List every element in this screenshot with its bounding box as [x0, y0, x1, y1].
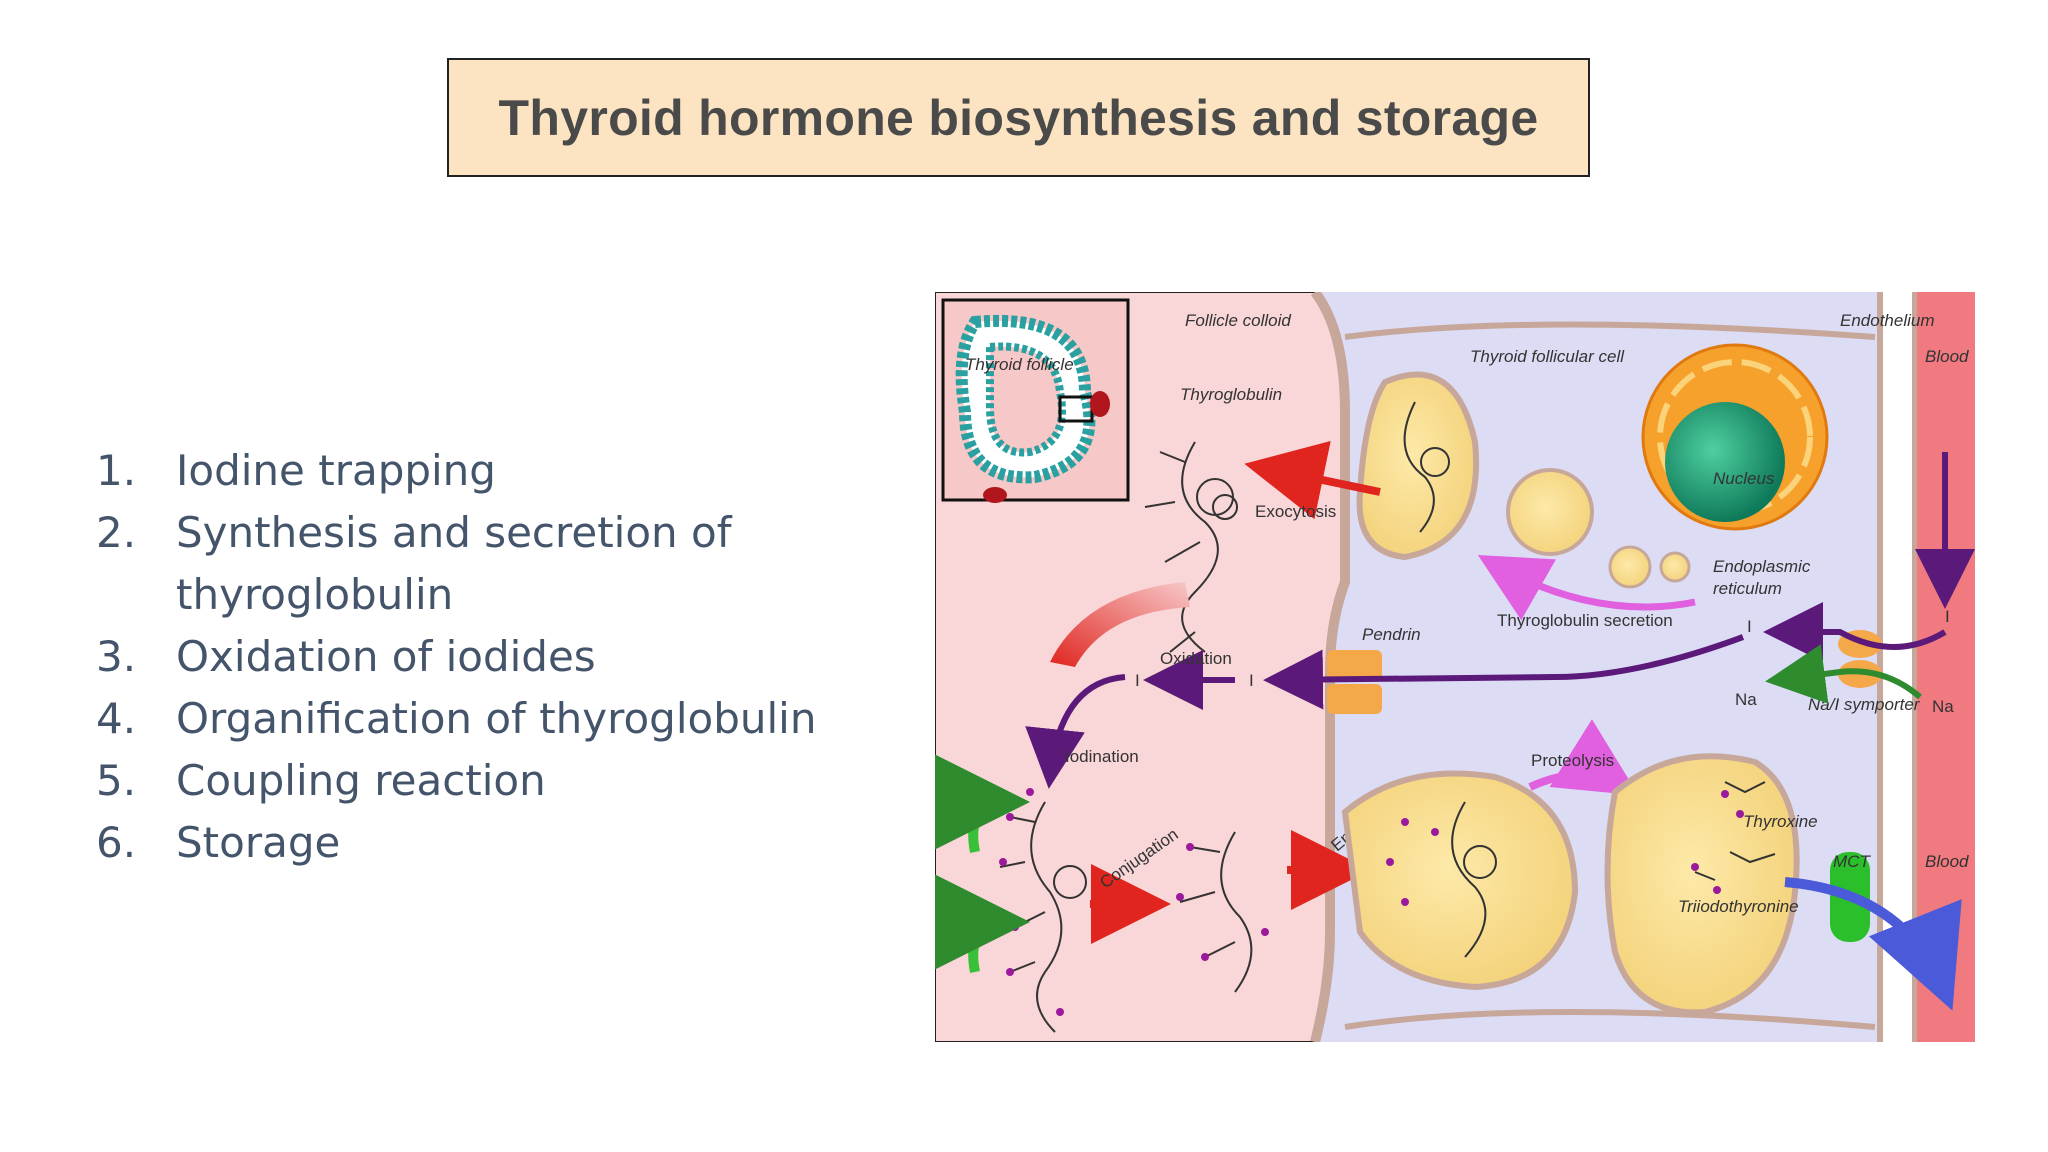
inset-blood-dot: [983, 487, 1007, 503]
iodine-dots: [1386, 818, 1439, 906]
step-text: Storage: [176, 818, 341, 867]
label-thyroid-follicular-cell: Thyroid follicular cell: [1470, 347, 1625, 366]
step-text-continuation: thyroglobulin: [176, 570, 454, 619]
label-endoplasmic: Endoplasmic: [1713, 557, 1811, 576]
pendrin-channel: [1327, 650, 1382, 680]
step-number: 2.: [96, 508, 137, 557]
label-iodide-left: I: [1249, 671, 1254, 690]
symporter-iodide-arrow: [1763, 602, 1947, 662]
label-thyroid-follicle: Thyroid follicle: [965, 355, 1074, 374]
conjugated-thyroglobulin: [1179, 831, 1253, 993]
label-follicle-colloid: Follicle colloid: [1185, 311, 1291, 330]
proteolysis-arrow: [1528, 719, 1639, 796]
label-iodide-blood: I: [1945, 607, 1950, 626]
title-box: Thyroid hormone biosynthesis and storage: [447, 58, 1590, 177]
label-na-i-symporter: Na/I symporter: [1808, 695, 1921, 714]
label-oxidation: Oxidation: [1160, 649, 1232, 668]
thyroglobulin-transfer-arrow: [1050, 582, 1190, 667]
label-iodine-i0: I: [1135, 671, 1140, 690]
step-item: 6. Storage: [96, 812, 916, 874]
small-vesicle: [1659, 551, 1691, 583]
iodine-dots: [1176, 843, 1269, 961]
label-mct: MCT: [1833, 852, 1871, 871]
iodide-transport-arrow: [1263, 634, 1745, 710]
er-inner-ring: [1657, 359, 1813, 515]
label-thyroxine: Thyroxine: [1743, 812, 1818, 831]
blood-vessel: [1917, 292, 1975, 1042]
green-coupling-arrow: [935, 752, 1030, 853]
endocytic-vesicle: [1341, 770, 1579, 991]
steps-list: 1. Iodine trapping 2. Synthesis and secret…: [96, 440, 916, 874]
step-text: Coupling reaction: [176, 756, 546, 805]
step-item: 2. Synthesis and secretion of thyroglobuli…: [96, 502, 916, 626]
small-vesicle: [1608, 545, 1652, 589]
label-nucleus: Nucleus: [1713, 469, 1775, 488]
thyroglobulin-secretion-arrow: [1477, 555, 1696, 621]
label-na-left: Na: [1735, 690, 1757, 709]
lysosome: [1604, 753, 1800, 1016]
nucleus: [1665, 402, 1785, 522]
step-item: 3. Oxidation of iodides: [96, 626, 916, 688]
step-item: 5. Coupling reaction: [96, 750, 916, 812]
label-blood-bottom: Blood: [1925, 852, 1969, 871]
label-thyroglobulin-secretion: Thyroglobulin secretion: [1497, 611, 1673, 630]
step-text: Organification of thyroglobulin: [176, 694, 817, 743]
secretory-vesicle: [1356, 371, 1480, 561]
slide-title: Thyroid hormone biosynthesis and storage: [498, 89, 1539, 146]
iodination-arrow: [1025, 674, 1126, 789]
step-number: 5.: [96, 756, 137, 805]
iodine-dots: [1691, 790, 1744, 894]
inset-blood-dot: [1090, 391, 1110, 417]
label-iodide-cell: I: [1747, 617, 1752, 636]
label-exocytosis: Exocytosis: [1255, 502, 1336, 521]
vesicle-thyroglobulin: [1403, 401, 1450, 533]
hormone-molecules: [1694, 781, 1776, 881]
label-proteolysis: Proteolysis: [1531, 751, 1614, 770]
step-text: Oxidation of iodides: [176, 632, 596, 681]
label-reticulum: reticulum: [1713, 579, 1782, 598]
exocytosis-arrow: [1244, 440, 1381, 520]
sodium-arrow: [1765, 644, 1922, 704]
cell-membrane: [1310, 292, 1350, 1042]
step-item: 4. Organification of thyroglobulin: [96, 688, 916, 750]
green-coupling-arrow: [935, 872, 1030, 973]
follicle-lumen: [986, 342, 1066, 457]
label-pendrin: Pendrin: [1362, 625, 1421, 644]
step-number: 3.: [96, 632, 137, 681]
label-triiodothyronine: Triiodothyronine: [1678, 897, 1799, 916]
hormone-release-arrow: [1784, 877, 1962, 1011]
cell-boundary-bottom: [1344, 1009, 1876, 1030]
label-na-right: Na: [1932, 697, 1954, 716]
thyroid-diagram: Thyroid follicle Follicle colloid Thyroi…: [935, 292, 1975, 1042]
step-text: Synthesis and secretion of: [176, 508, 732, 557]
step-text: Iodine trapping: [176, 446, 496, 495]
endocytosed-thyroglobulin: [1451, 801, 1497, 958]
step-item: 1. Iodine trapping: [96, 440, 916, 502]
label-endothelium: Endothelium: [1840, 311, 1935, 330]
label-thyroglobulin: Thyroglobulin: [1180, 385, 1282, 404]
pendrin-channel: [1327, 684, 1382, 714]
small-vesicle: [1506, 468, 1594, 556]
label-blood-top: Blood: [1925, 347, 1969, 366]
step-number: 4.: [96, 694, 137, 743]
label-iodination: Iodination: [1065, 747, 1139, 766]
step-number: 1.: [96, 446, 137, 495]
cell-boundary-top: [1344, 321, 1876, 340]
thyroglobulin-molecule: [1144, 441, 1238, 653]
step-number: 6.: [96, 818, 137, 867]
